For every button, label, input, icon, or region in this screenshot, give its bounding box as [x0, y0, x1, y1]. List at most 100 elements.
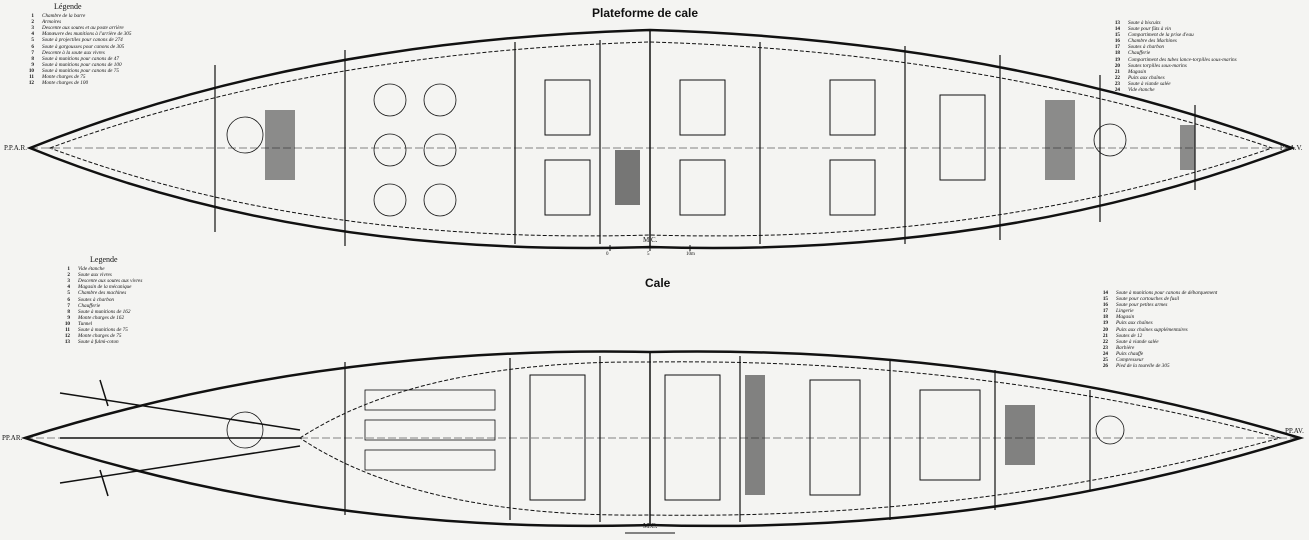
legend-item-text: Soute pour petites armes: [1116, 302, 1168, 309]
legend-item-number: 5: [67, 290, 70, 297]
legend-item-number: 23: [1102, 344, 1108, 351]
legend-item-number: 18: [1102, 314, 1108, 321]
legend-item-text: Soutes à charbon: [1128, 44, 1165, 51]
scale-10: 10m: [686, 252, 695, 257]
legend-item-text: Compresseur: [1116, 357, 1144, 364]
legend-item-number: 21: [1114, 68, 1120, 75]
legend-item-text: Magasin: [1116, 314, 1135, 321]
legend-item-text: Barbière: [1116, 344, 1135, 351]
legend-item-text: Manœuvre des munitions à l'arrière de 30…: [42, 31, 132, 38]
legend-item-number: 20: [1102, 326, 1108, 333]
legend-item-number: 2: [67, 272, 70, 279]
legend-item-text: Soute à viande salée: [1128, 80, 1171, 87]
legend-item-number: 17: [1102, 308, 1108, 315]
legend-item-number: 6: [67, 296, 70, 303]
legend-item-text: Monte charges de 162: [78, 314, 125, 321]
legend-item-text: Chaufferie: [78, 302, 101, 309]
bottom-hull: [20, 350, 1305, 528]
legend-item: 3 Descente aux soutes aux vivres: [62, 278, 142, 284]
legend-item-text: Soute à munitions pour canons de 47: [42, 55, 119, 62]
legend-item-number: 3: [67, 278, 70, 285]
legend-item-number: 2: [31, 19, 34, 26]
legend-item-number: 11: [65, 327, 70, 334]
scale-5: 5: [647, 252, 650, 257]
legend-item-number: 5: [31, 37, 34, 44]
legend-item-text: Soutes de 12: [1116, 332, 1143, 339]
legend-item-number: 1: [31, 13, 34, 20]
legend-item-number: 4: [67, 284, 70, 291]
stern-label: P.P.A.R.: [4, 144, 27, 152]
legend-item-number: 14: [1102, 290, 1108, 296]
legend-item-number: 19: [1102, 320, 1108, 327]
legend-item: 18 Magasin: [1100, 314, 1217, 320]
legend-item-text: Puits chauffe: [1116, 350, 1144, 357]
legend-item-text: Monte charges de 100: [42, 80, 89, 87]
legend-item-number: 4: [31, 31, 34, 38]
legend-item: 2 Soute aux vivres: [62, 272, 142, 278]
legend-item: 16 Soute pour petites armes: [1100, 302, 1217, 308]
legend-item: 4 Magasin de la mécanique: [62, 284, 142, 290]
legend-item-number: 16: [1102, 302, 1108, 309]
legend-item-number: 24: [1114, 87, 1120, 94]
legend-item-text: Chambre de la barre: [42, 13, 86, 20]
legend-item-number: 26: [1102, 363, 1108, 370]
top-plan-title: Plateforme de cale: [592, 6, 699, 20]
legend-item-text: Descente aux soutes aux vivres: [78, 278, 143, 285]
legend-item-number: 14: [1114, 26, 1120, 33]
legend-item-text: Soute à munitions pour canons de débarqu…: [1116, 290, 1218, 296]
stern-label: PP.AR.: [2, 434, 23, 442]
legend-item-text: Soute à munitions de 162: [78, 308, 131, 315]
legend-item-number: 21: [1102, 332, 1108, 339]
legend-item-text: Soute aux vivres: [78, 272, 112, 279]
midship-label: M.C.: [643, 236, 658, 244]
bottom-plan-title: Cale: [645, 276, 671, 290]
legend-item-text: Monte charges de 75: [42, 74, 86, 81]
legend-item-number: 20: [1114, 62, 1120, 69]
legend-item-text: Vide étanche: [78, 266, 105, 273]
top-scale-bar: [609, 245, 691, 251]
legend-item-number: 9: [31, 61, 34, 68]
legend-item-text: Magasin de la mécanique: [78, 284, 132, 291]
legend-item-text: Soute à biscuits: [1128, 20, 1161, 26]
midship-label: M.C.: [643, 522, 658, 530]
legend-item: 20 Soutes torpilles sous-marins: [1112, 63, 1237, 69]
legend-item-text: Descente aux soutes et au poste arrière: [42, 25, 124, 32]
legend-item-text: Soute à munitions pour canons de 75: [42, 67, 119, 74]
legend-item: 23 Barbière: [1100, 345, 1217, 351]
legend-title: Légende: [54, 2, 82, 11]
legend-item: 1 Chambre de la barre: [26, 13, 131, 19]
legend-item: 17 Soutes à charbon: [1112, 44, 1237, 50]
legend-item-text: Soutes torpilles sous-marins: [1128, 62, 1187, 69]
legend-item-text: Chambre des Machines: [1128, 38, 1177, 45]
legend-item-number: 17: [1114, 44, 1120, 51]
legend-item-number: 3: [31, 25, 34, 32]
legend-item: 17 Lingerie: [1100, 308, 1217, 314]
legend-item-text: Lingerie: [1116, 308, 1134, 315]
legend-item-text: Soute pour cartouches de fusil: [1116, 296, 1180, 303]
legend-item-text: Soute pour fûts à vin: [1128, 26, 1171, 33]
legend-item-number: 22: [1114, 74, 1120, 81]
